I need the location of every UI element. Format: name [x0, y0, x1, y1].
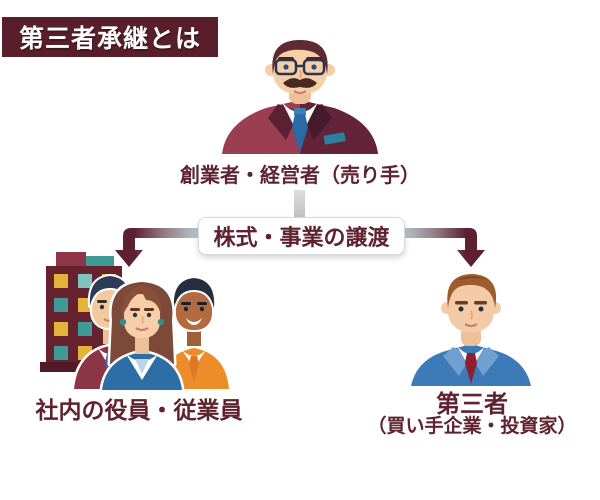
employee-woman-center: [99, 279, 185, 390]
third-party-title: 第三者: [436, 390, 508, 418]
internal-branch-label: 社内の役員・従業員: [35, 398, 243, 424]
transfer-box: 株式・事業の譲渡: [198, 217, 405, 255]
left-branch-arrow-icon: [115, 228, 200, 267]
office-building-employees-icon: [40, 252, 230, 390]
title-banner: 第三者承継とは: [2, 17, 218, 57]
title-banner-label: 第三者承継とは: [18, 24, 201, 53]
transfer-box-label: 株式・事業の譲渡: [213, 226, 390, 251]
seller-label: 創業者・経営者（売り手）: [180, 163, 420, 187]
third-party-subtitle: （買い手企業・投資家）: [367, 415, 577, 437]
third-party-avatar-icon: [411, 274, 531, 386]
connector-line: [294, 190, 305, 219]
seller-avatar-icon: [222, 40, 378, 154]
right-branch-arrow-icon: [400, 228, 485, 267]
